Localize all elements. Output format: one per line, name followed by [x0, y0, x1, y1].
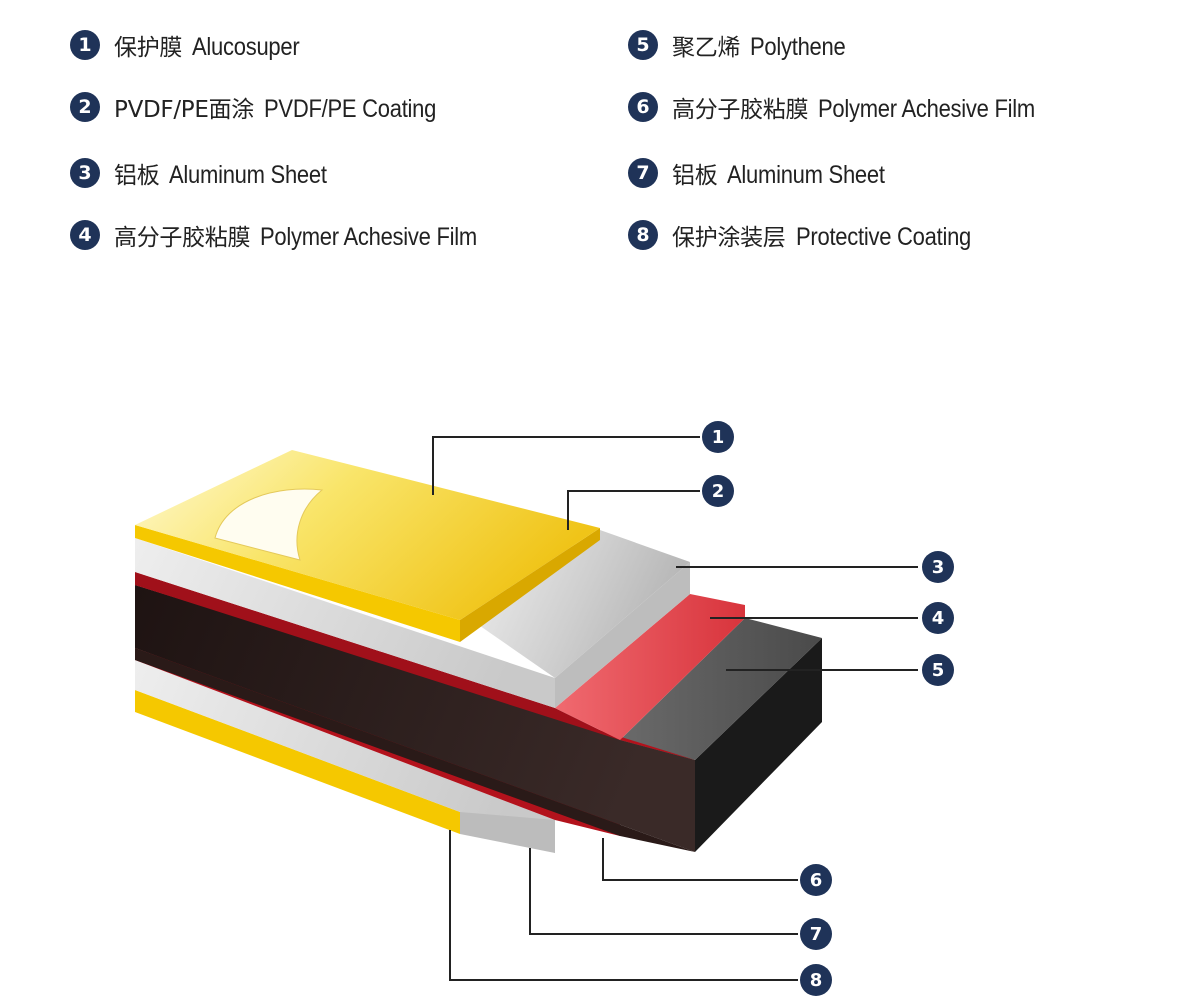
callout-number: 6 — [810, 870, 823, 891]
number-badge-icon — [922, 654, 954, 686]
number-badge-icon: 2 — [70, 92, 100, 122]
legend-label-en: Alucosuper — [192, 33, 300, 61]
number-badge-icon: 5 — [628, 30, 658, 60]
callout-number: 1 — [712, 427, 725, 448]
layer-adhesive-top-front-band — [135, 572, 620, 740]
layer-protective-film-top — [135, 450, 600, 620]
legend-label-en: Aluminum Sheet — [727, 161, 886, 189]
legend-label-zh: PVDF/PE面涂 — [114, 97, 254, 123]
number-badge-icon — [702, 421, 734, 453]
number-badge-icon — [800, 918, 832, 950]
legend: 1 保护膜 Alucosuper 2 PVDF/PE面涂 PVDF/PE Coati… — [0, 0, 1200, 270]
callout-number: 7 — [810, 924, 823, 945]
legend-label-en: Protective Coating — [795, 223, 971, 251]
callout-badge-7: 7 — [800, 918, 832, 950]
legend-label-zh: 铝板 — [672, 163, 718, 189]
layer-polythene-side — [695, 638, 822, 852]
number-badge-icon — [702, 475, 734, 507]
legend-label-zh: 保护涂装层 — [672, 225, 786, 251]
layer-aluminum-top-front — [135, 538, 555, 708]
layer-pvdf-coating-side — [460, 528, 600, 642]
legend-label-zh: 保护膜 — [114, 35, 183, 61]
layer-aluminum-top — [460, 530, 690, 678]
legend-item-4: 4 高分子胶粘膜 Polymer Achesive Film — [70, 215, 507, 255]
number-badge-icon: 6 — [628, 92, 658, 122]
callout-badge-5: 5 — [922, 654, 954, 686]
layer-polythene-front — [135, 585, 695, 852]
callout-badge-2: 2 — [702, 475, 734, 507]
legend-label-en: Polymer Achesive Film — [818, 95, 1036, 123]
number-badge-icon: 3 — [70, 158, 100, 188]
callout-line-6 — [602, 838, 798, 881]
callout-line-8 — [449, 830, 798, 981]
layer-aluminum-bottom-front — [135, 660, 555, 853]
legend-item-6: 6 高分子胶粘膜 Polymer Achesive Film — [628, 87, 1065, 127]
layer-protective-coating-front — [135, 690, 460, 834]
callout-number: 5 — [932, 660, 945, 681]
legend-item-5: 5 聚乙烯 Polythene — [628, 25, 859, 65]
number-badge-icon — [922, 551, 954, 583]
callout-number: 4 — [932, 608, 945, 629]
callout-line-7 — [529, 848, 798, 935]
callout-number: 2 — [712, 481, 725, 502]
legend-item-1: 1 保护膜 Alucosuper — [70, 25, 314, 65]
legend-item-2: 2 PVDF/PE面涂 PVDF/PE Coating — [70, 87, 460, 127]
legend-item-8: 8 保护涂装层 Protective Coating — [628, 215, 994, 255]
callout-badge-8: 8 — [800, 964, 832, 996]
number-badge-icon — [922, 602, 954, 634]
callout-badge-6: 6 — [800, 864, 832, 896]
callout-badge-3: 3 — [922, 551, 954, 583]
legend-label-en: Polymer Achesive Film — [260, 223, 478, 251]
callout-badge-4: 4 — [922, 602, 954, 634]
number-badge-icon: 4 — [70, 220, 100, 250]
callout-line-1 — [432, 436, 700, 495]
layer-aluminum-top-side — [555, 562, 690, 708]
number-badge-icon: 8 — [628, 220, 658, 250]
legend-label-en: PVDF/PE Coating — [264, 95, 437, 123]
legend-label-zh: 高分子胶粘膜 — [672, 97, 809, 123]
callout-number: 8 — [810, 970, 823, 991]
layer-adhesive-top — [555, 594, 745, 740]
number-badge-icon: 1 — [70, 30, 100, 60]
peeled-film-curl — [214, 488, 324, 561]
callout-line-2 — [567, 490, 700, 530]
layer-pvdf-coating-front — [135, 525, 460, 642]
legend-label-en: Aluminum Sheet — [169, 161, 328, 189]
legend-label-en: Polythene — [750, 33, 846, 61]
callout-number: 3 — [932, 557, 945, 578]
number-badge-icon — [800, 964, 832, 996]
legend-label-zh: 高分子胶粘膜 — [114, 225, 251, 251]
layer-aluminum-bottom-side — [460, 812, 555, 853]
legend-item-7: 7 铝板 Aluminum Sheet — [628, 153, 907, 193]
layer-polythene-lower-front — [135, 648, 695, 852]
legend-label-zh: 聚乙烯 — [672, 35, 741, 61]
callout-lines — [432, 436, 918, 981]
callout-badge-1: 1 — [702, 421, 734, 453]
legend-item-3: 3 铝板 Aluminum Sheet — [70, 153, 349, 193]
legend-label-zh: 铝板 — [114, 163, 160, 189]
number-badge-icon: 7 — [628, 158, 658, 188]
number-badge-icon — [800, 864, 832, 896]
layer-polythene-top — [620, 618, 822, 760]
